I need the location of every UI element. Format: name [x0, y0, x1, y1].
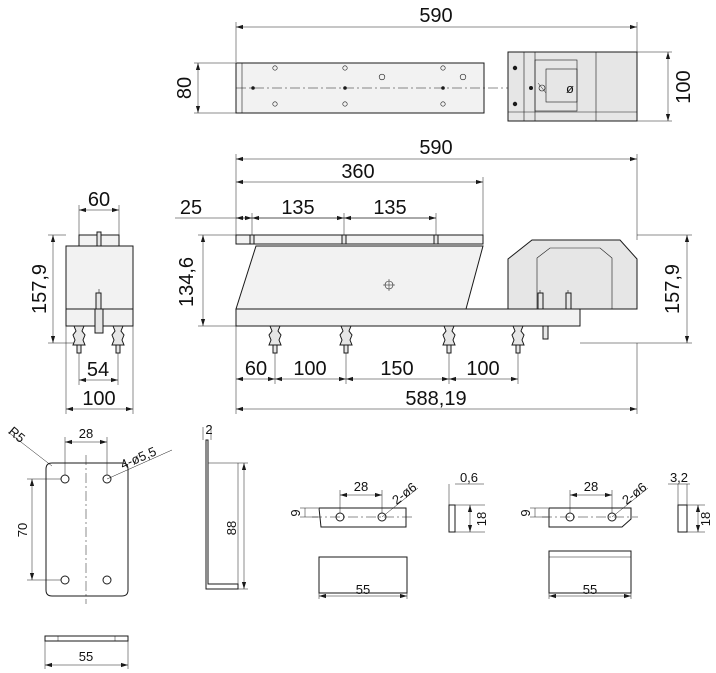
bracket-bottom-width: 55 [79, 649, 93, 664]
side-dim-54: 54 [87, 359, 109, 381]
front-dim-100-a: 100 [293, 358, 326, 380]
top-view: 590 80 100 [174, 5, 695, 122]
plate-b-side [677, 504, 688, 533]
bracket-thickness: 2 [205, 422, 212, 437]
top-housing [507, 51, 638, 122]
side-dim-bottom: 100 [82, 388, 115, 410]
bracket-height: 70 [15, 523, 30, 537]
front-dim-135-b: 135 [373, 197, 406, 219]
plate-a-thickness: 0,6 [460, 470, 478, 485]
plate-a-detail: 28 2-ø6 9 55 0,6 18 [288, 470, 489, 599]
bracket-holes-label: 4-ø5,5 [118, 444, 158, 472]
bracket-side [205, 439, 239, 590]
top-dim-length: 590 [419, 5, 452, 27]
front-dim-left-height: 134,6 [176, 257, 198, 307]
top-phi-mark: ø [566, 81, 574, 96]
bracket-hole-spacing: 28 [79, 426, 93, 441]
top-dim-right: 100 [673, 70, 695, 103]
front-dim-right-height: 157,9 [662, 264, 684, 314]
front-feet [268, 325, 525, 354]
top-dim-height: 80 [174, 77, 196, 99]
bracket-detail: R5 28 4-ø5,5 70 55 2 88 [6, 422, 248, 669]
front-dim-135-a: 135 [281, 197, 314, 219]
bracket-radius-label: R5 [6, 423, 28, 445]
front-dim-60: 60 [245, 358, 267, 380]
plate-b-edge-offset: 9 [518, 509, 533, 516]
plate-a-hole-spacing: 28 [354, 479, 368, 494]
plate-b-hole-spacing: 28 [584, 479, 598, 494]
plate-b-front [548, 550, 632, 594]
front-dim-100-b: 100 [466, 358, 499, 380]
front-body [235, 245, 484, 310]
side-view: 60 157,9 54 100 [29, 189, 134, 414]
front-top-strip [235, 234, 484, 245]
plate-a-front [318, 556, 408, 594]
front-dim-150: 150 [380, 358, 413, 380]
front-dim-360: 360 [341, 161, 374, 183]
front-dim-25: 25 [180, 197, 202, 219]
front-dim-bottom: 588,19 [405, 388, 466, 410]
bracket-plate [45, 462, 129, 597]
plate-b-height: 18 [698, 512, 713, 526]
plate-a-width: 55 [356, 582, 370, 597]
plate-a-holes-label: 2-ø6 [389, 479, 419, 507]
plate-a-side [448, 504, 456, 533]
plate-b-top [548, 507, 632, 528]
plate-b-thickness: 3,2 [670, 470, 688, 485]
side-dim-height: 157,9 [29, 264, 51, 314]
front-dim-overall: 590 [419, 137, 452, 159]
bracket-side-length: 88 [224, 521, 239, 535]
front-base-plate [235, 308, 581, 327]
plate-b-width: 55 [583, 582, 597, 597]
plate-a-top [318, 507, 407, 528]
plate-b-holes-label: 2-ø6 [619, 479, 649, 507]
bracket-edge [44, 635, 129, 642]
plate-a-edge-offset: 9 [288, 509, 303, 516]
front-view: 590 360 25 135 135 134,6 157,9 [175, 137, 692, 414]
plate-b-detail: 28 2-ø6 9 55 3,2 18 [518, 470, 713, 599]
plate-a-height: 18 [474, 512, 489, 526]
front-housing [507, 239, 638, 310]
side-dim-top: 60 [88, 189, 110, 211]
